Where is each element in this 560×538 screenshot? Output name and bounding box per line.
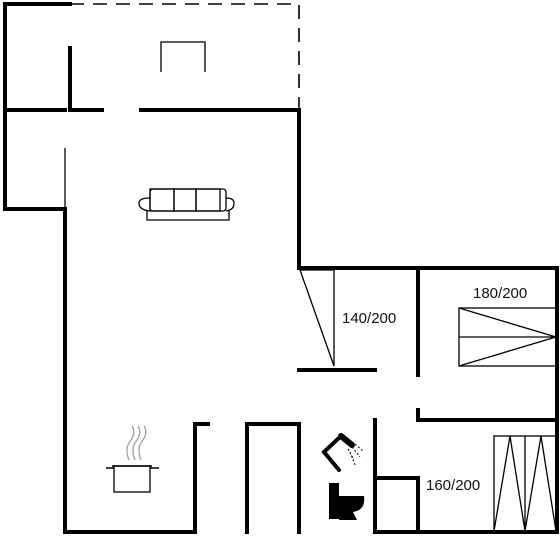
room-label-bedroom-2: 180/200: [473, 285, 527, 302]
walls: [3, 2, 559, 534]
wardrobe-bedroom-1: [299, 269, 335, 367]
bed-icon: [458, 307, 557, 367]
cooking-pot-icon: [106, 425, 159, 493]
sofa-icon: [138, 188, 235, 221]
terrace-outline: [70, 3, 300, 108]
room-label-bedroom-3: 160/200: [426, 477, 480, 494]
toilet-icon: [329, 483, 365, 520]
room-label-bedroom-1: 140/200: [342, 310, 396, 327]
wardrobe-bedroom-3: [493, 435, 557, 532]
fireplace-icon: [160, 41, 206, 72]
shower-icon: [321, 433, 365, 472]
